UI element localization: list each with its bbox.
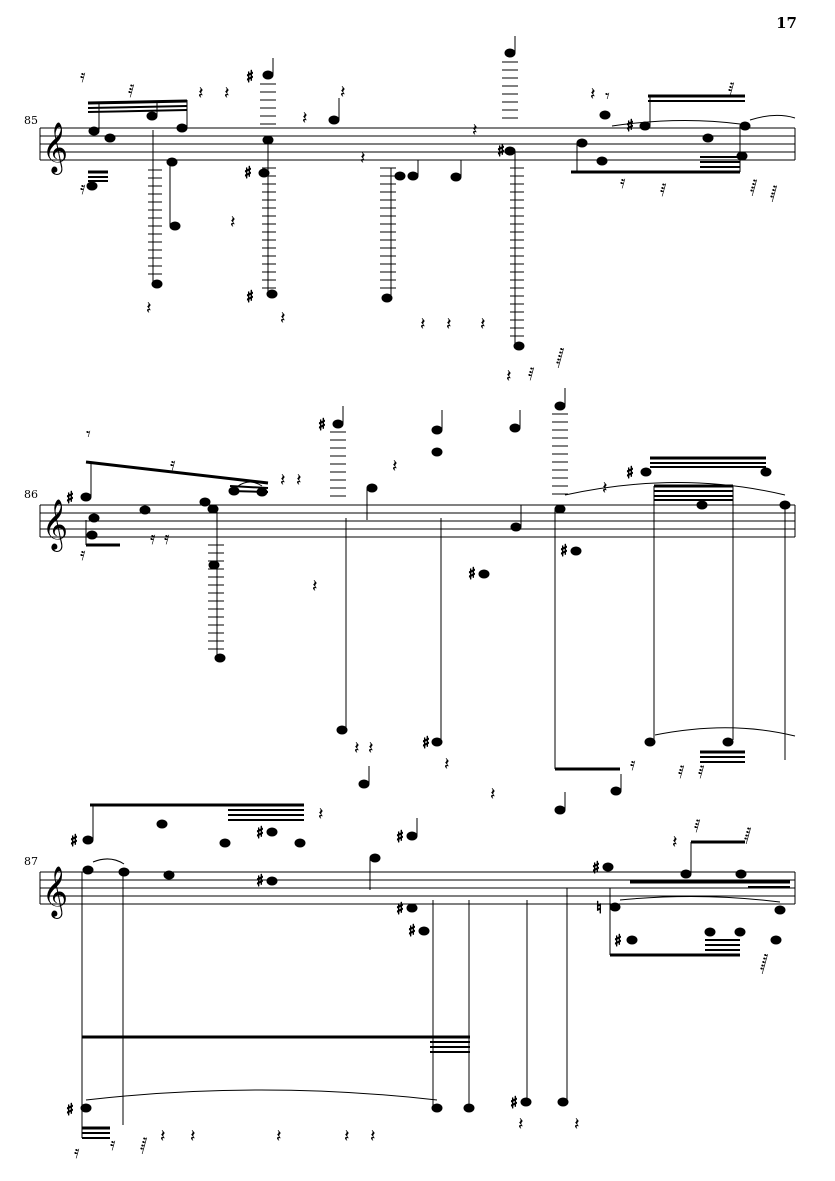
svg-text:𝄾: 𝄾 <box>605 86 610 107</box>
svg-text:𝄿: 𝄿 <box>150 528 156 549</box>
svg-text:𝄽: 𝄽 <box>302 108 308 129</box>
treble-clef-icon: 𝄞 <box>42 866 68 919</box>
svg-text:𝄽: 𝄽 <box>518 1114 524 1135</box>
svg-text:𝄽: 𝄽 <box>392 456 398 477</box>
svg-text:𝄽: 𝄽 <box>318 804 324 825</box>
svg-text:♯: ♯ <box>256 871 264 890</box>
svg-text:𝄽: 𝄽 <box>472 120 478 141</box>
svg-text:𝄽: 𝄽 <box>146 298 152 319</box>
svg-text:♮: ♮ <box>596 898 602 917</box>
svg-text:♯: ♯ <box>256 823 264 842</box>
svg-text:♯: ♯ <box>246 287 254 306</box>
svg-text:𝄽: 𝄽 <box>590 84 596 105</box>
svg-text:𝄽: 𝄽 <box>672 832 678 853</box>
svg-text:𝄽: 𝄽 <box>280 470 286 491</box>
svg-text:♯: ♯ <box>408 921 416 940</box>
svg-text:♯: ♯ <box>560 541 568 560</box>
svg-text:♯: ♯ <box>626 116 634 135</box>
treble-clef-icon: 𝄞 <box>42 122 68 175</box>
svg-text:𝅀: 𝅀 <box>728 79 735 100</box>
svg-text:♯: ♯ <box>396 899 404 918</box>
svg-text:𝄿: 𝄿 <box>80 66 86 87</box>
svg-text:𝄿: 𝄿 <box>80 178 86 199</box>
svg-text:♯: ♯ <box>510 1093 518 1112</box>
notes-system-86: ♯ ♯ <box>66 388 796 771</box>
svg-text:𝄿: 𝄿 <box>620 172 626 193</box>
measure-number: 86 <box>24 488 38 501</box>
svg-text:𝄽: 𝄽 <box>340 82 346 103</box>
rests: 𝄿𝅀𝄽 𝄽𝄽𝄽 𝄽𝄽𝄽 𝄽𝄽𝄽 𝄽𝄽𝄽 𝅀𝅂𝄽 𝄾𝅀𝄿 𝅀𝅁𝅁 𝄿𝄾𝄿 𝄽𝄽𝄽 … <box>74 66 778 1163</box>
svg-text:𝄿: 𝄿 <box>170 454 176 475</box>
svg-text:𝅂: 𝅂 <box>556 348 564 369</box>
svg-text:𝄽: 𝄽 <box>190 1126 196 1147</box>
svg-text:♯: ♯ <box>66 488 74 507</box>
svg-text:♯: ♯ <box>614 931 622 950</box>
svg-text:𝄿: 𝄿 <box>80 544 86 565</box>
treble-clef-icon: 𝄞 <box>42 499 68 552</box>
svg-text:𝄽: 𝄽 <box>370 1126 376 1147</box>
svg-text:♯: ♯ <box>318 415 326 434</box>
svg-text:𝅁: 𝅁 <box>770 182 778 203</box>
svg-text:𝅀: 𝅀 <box>528 364 535 385</box>
svg-text:𝄽: 𝄽 <box>446 314 452 335</box>
svg-text:𝄾: 𝄾 <box>86 424 91 445</box>
staff-system-86 <box>39 504 796 538</box>
measure-number: 85 <box>24 114 38 127</box>
svg-text:𝄽: 𝄽 <box>444 754 450 775</box>
svg-text:𝅀: 𝅀 <box>694 816 701 837</box>
svg-text:𝄽: 𝄽 <box>160 1126 166 1147</box>
svg-text:𝄽: 𝄽 <box>276 1126 282 1147</box>
staff-system-87 <box>39 871 796 905</box>
svg-text:𝅁: 𝅁 <box>744 824 752 845</box>
page-number: 17 <box>776 14 797 32</box>
svg-text:𝄿: 𝄿 <box>630 754 636 775</box>
svg-text:𝄽: 𝄽 <box>480 314 486 335</box>
svg-text:♯: ♯ <box>70 831 78 850</box>
svg-text:𝄽: 𝄽 <box>296 470 302 491</box>
svg-text:𝄿: 𝄿 <box>110 1134 116 1155</box>
svg-text:𝄽: 𝄽 <box>224 83 230 104</box>
svg-text:𝄽: 𝄽 <box>312 576 318 597</box>
svg-text:𝄽: 𝄽 <box>420 314 426 335</box>
svg-text:♯: ♯ <box>468 564 476 583</box>
measure-number: 87 <box>24 855 38 868</box>
svg-text:𝅂: 𝅂 <box>760 954 768 975</box>
svg-text:𝄿: 𝄿 <box>74 1142 80 1163</box>
svg-text:♯: ♯ <box>592 858 600 877</box>
svg-text:𝅁: 𝅁 <box>140 1134 148 1155</box>
svg-text:♯: ♯ <box>246 67 254 86</box>
svg-text:♯: ♯ <box>497 141 505 160</box>
notes-system-87: ♯ ♯ ♯ ♯ ♯ ♯ ♯ <box>66 766 790 1139</box>
svg-text:𝄽: 𝄽 <box>490 784 496 805</box>
svg-text:𝄽: 𝄽 <box>574 1114 580 1135</box>
svg-text:𝄽: 𝄽 <box>360 148 366 169</box>
svg-text:𝄽: 𝄽 <box>602 478 608 499</box>
svg-text:𝄽: 𝄽 <box>198 83 204 104</box>
svg-text:𝅀: 𝅀 <box>128 81 135 102</box>
svg-text:♯: ♯ <box>66 1100 74 1119</box>
svg-text:𝅀: 𝅀 <box>660 180 667 201</box>
svg-text:𝅀: 𝅀 <box>678 762 685 783</box>
svg-text:♯: ♯ <box>422 733 430 752</box>
svg-text:𝅁: 𝅁 <box>750 176 758 197</box>
svg-text:𝅀: 𝅀 <box>698 762 705 783</box>
svg-text:𝄽: 𝄽 <box>280 308 286 329</box>
svg-text:𝄽: 𝄽 <box>230 212 236 233</box>
svg-text:𝄽: 𝄽 <box>368 738 374 759</box>
svg-text:𝄿: 𝄿 <box>164 528 170 549</box>
svg-text:♯: ♯ <box>244 163 252 182</box>
svg-text:♯: ♯ <box>626 463 634 482</box>
notes-system-85: ♯ ♯ ♯ <box>86 36 796 351</box>
svg-text:♯: ♯ <box>396 827 404 846</box>
svg-text:𝄽: 𝄽 <box>344 1126 350 1147</box>
svg-text:𝄽: 𝄽 <box>354 738 360 759</box>
svg-text:𝄽: 𝄽 <box>506 366 512 387</box>
